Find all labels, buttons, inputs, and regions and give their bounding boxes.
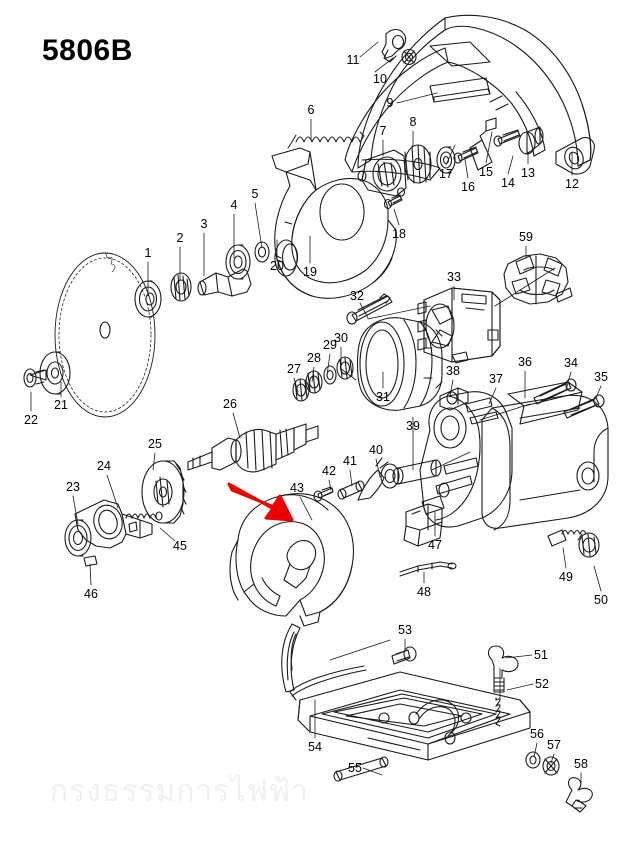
part-number-58: 58 xyxy=(574,756,588,771)
part-number-11: 11 xyxy=(346,52,360,67)
base-plate xyxy=(281,623,593,813)
part-number-54: 54 xyxy=(308,739,322,754)
brush-and-cap xyxy=(547,529,600,558)
motor-housing xyxy=(305,293,443,411)
part-number-29: 29 xyxy=(323,337,337,352)
part-number-13: 13 xyxy=(521,165,535,180)
part-number-27: 27 xyxy=(287,361,301,376)
part-number-51: 51 xyxy=(534,647,548,662)
part-number-17: 17 xyxy=(439,166,453,181)
handle-cover xyxy=(229,493,355,627)
part-number-8: 8 xyxy=(409,114,417,129)
part-number-53: 53 xyxy=(398,622,412,637)
part-number-12: 12 xyxy=(565,176,579,191)
handle-housing xyxy=(419,378,609,531)
watermark-text: กรงธรรมการไฟฟ้า xyxy=(50,774,309,809)
part-number-1: 1 xyxy=(144,245,152,260)
part-number-22: 22 xyxy=(24,412,38,427)
part-number-7: 7 xyxy=(379,123,387,138)
part-number-37: 37 xyxy=(489,371,503,386)
part-number-45: 45 xyxy=(173,538,187,553)
saw-blade xyxy=(23,252,156,418)
part-number-15: 15 xyxy=(479,164,493,179)
part-number-3: 3 xyxy=(200,216,208,231)
part-number-35: 35 xyxy=(594,369,608,384)
part-number-55: 55 xyxy=(348,760,362,775)
part-number-40: 40 xyxy=(369,442,383,457)
page-title: 5806B xyxy=(42,34,133,67)
part-number-9: 9 xyxy=(386,95,394,110)
part-number-36: 36 xyxy=(518,354,532,369)
part-number-47: 47 xyxy=(428,537,442,552)
part-number-33: 33 xyxy=(447,269,461,284)
part-number-46: 46 xyxy=(84,586,98,601)
part-number-57: 57 xyxy=(547,737,561,752)
part-number-31: 31 xyxy=(376,389,390,404)
part-number-52: 52 xyxy=(535,676,549,691)
part-number-42: 42 xyxy=(322,463,336,478)
switch-and-wire xyxy=(399,503,457,577)
part-number-26: 26 xyxy=(223,396,237,411)
part-number-43: 43 xyxy=(290,480,304,495)
part-number-49: 49 xyxy=(559,569,573,584)
part-number-50: 50 xyxy=(594,592,608,607)
spindle-assembly xyxy=(134,221,299,318)
part-number-38: 38 xyxy=(446,363,460,378)
part-number-30: 30 xyxy=(334,330,348,345)
part-number-34: 34 xyxy=(564,355,578,370)
brush-holder xyxy=(503,253,573,305)
part-number-21: 21 xyxy=(54,397,68,412)
part-number-20: 20 xyxy=(270,258,284,273)
gear-housing-assembly xyxy=(357,117,544,197)
part-number-25: 25 xyxy=(148,436,162,451)
part-number-14: 14 xyxy=(501,175,515,190)
red-arrow-annotation xyxy=(227,482,294,522)
part-number-32: 32 xyxy=(350,288,364,303)
part-number-16: 16 xyxy=(461,179,475,194)
part-number-18: 18 xyxy=(392,226,406,241)
leader-lines xyxy=(30,41,602,785)
guard-plate xyxy=(429,77,491,103)
lever-and-nut xyxy=(381,28,417,66)
part-number-19: 19 xyxy=(303,264,317,279)
part-number-59: 59 xyxy=(519,229,533,244)
part-number-39: 39 xyxy=(406,418,420,433)
torsion-spring xyxy=(287,131,365,149)
part-number-48: 48 xyxy=(417,584,431,599)
part-number-24: 24 xyxy=(97,458,111,473)
part-number-41: 41 xyxy=(343,453,357,468)
fan-lever-bearing xyxy=(64,460,187,567)
part-number-56: 56 xyxy=(530,726,544,741)
part-number-5: 5 xyxy=(251,186,259,201)
part-number-4: 4 xyxy=(230,197,238,212)
stator-field xyxy=(417,287,501,364)
armature xyxy=(187,378,319,473)
part-number-23: 23 xyxy=(66,479,80,494)
lower-guard xyxy=(271,147,403,299)
part-number-2: 2 xyxy=(176,230,184,245)
part-number-28: 28 xyxy=(307,350,321,365)
part-number-6: 6 xyxy=(307,102,315,117)
part-number-10: 10 xyxy=(373,71,387,86)
